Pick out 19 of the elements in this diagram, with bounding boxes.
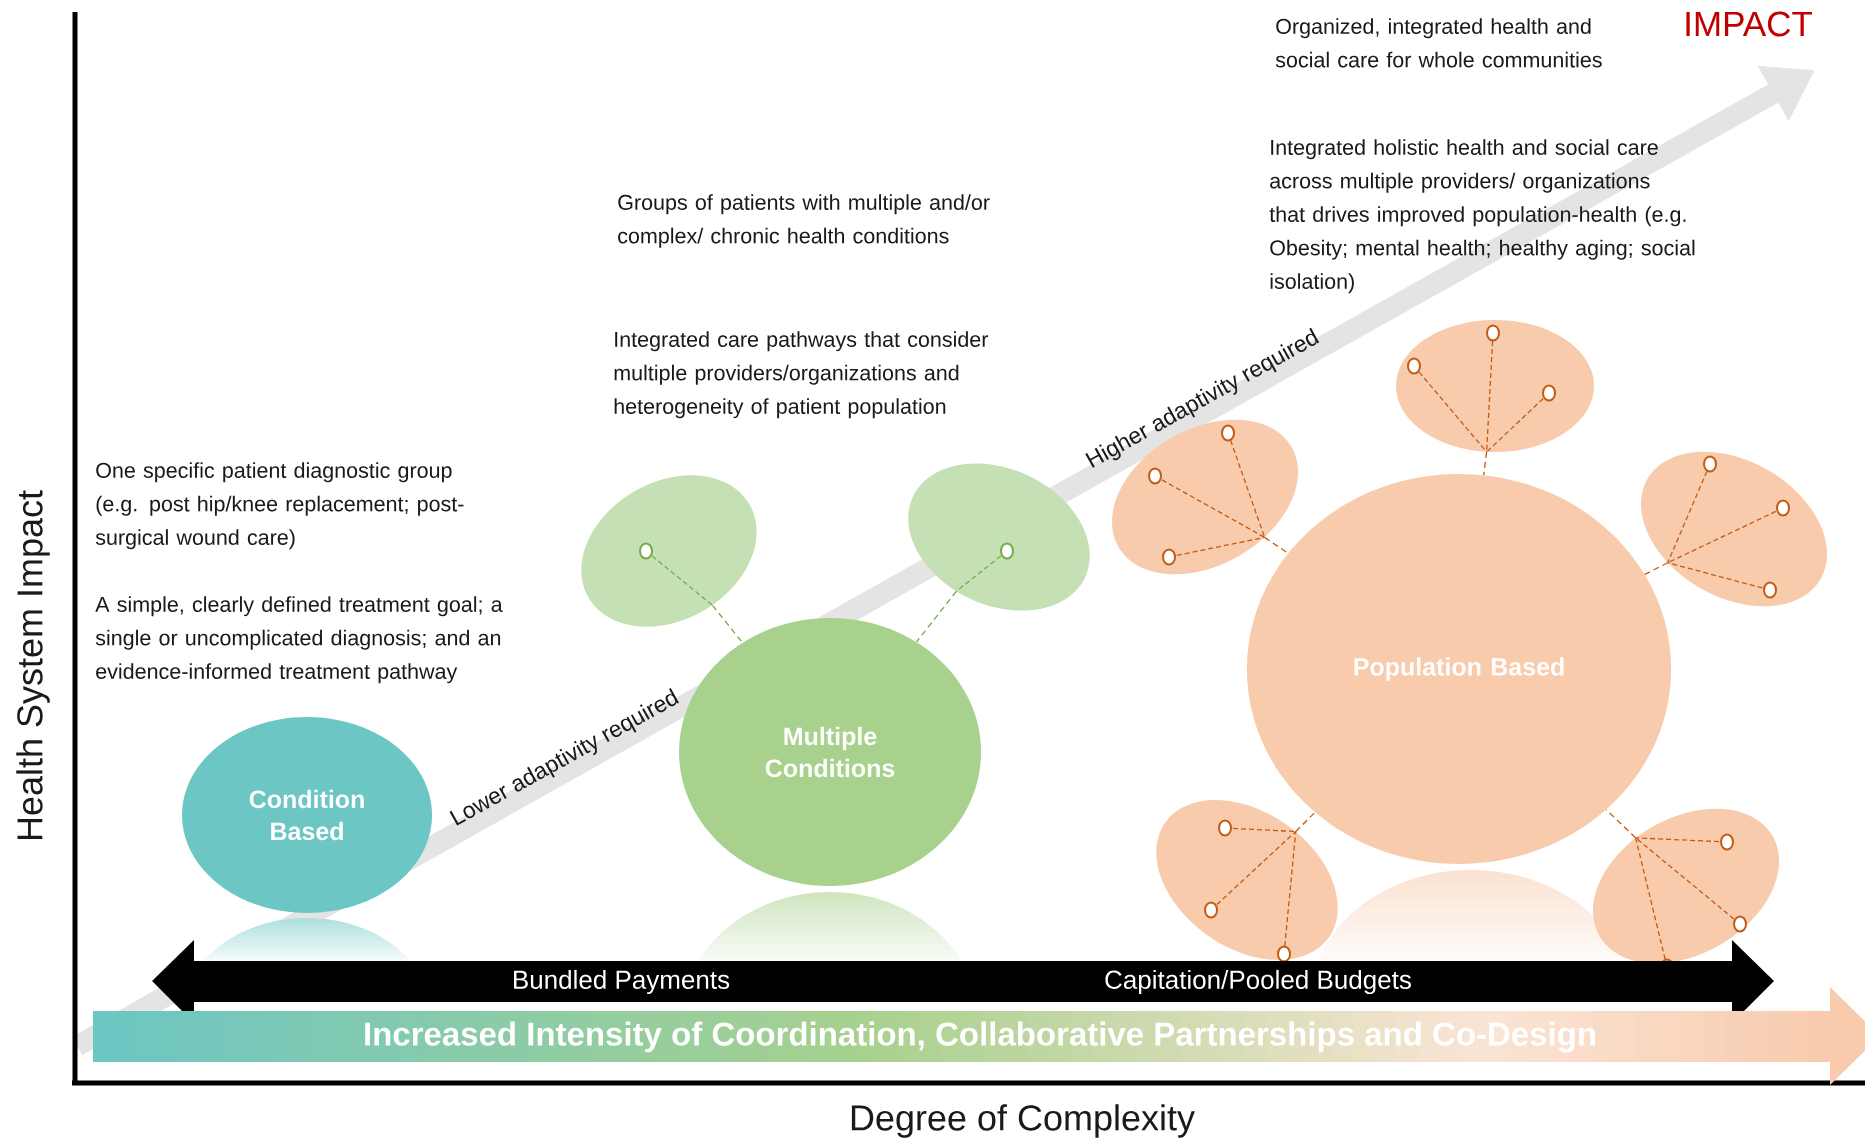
connector bbox=[1605, 809, 1637, 839]
banner-text: Increased Intensity of Coordination, Collaborative Partnerships and Co-Design bbox=[365, 1021, 1595, 1053]
description-text: One specific patient diagnostic group (e.g. post hip/knee replacement; post-surgical wound care) bbox=[95, 462, 464, 550]
connector bbox=[915, 590, 957, 643]
impact-label: IMPACT bbox=[1686, 11, 1813, 37]
connector bbox=[711, 604, 744, 644]
arrow-label: Bundled Payments bbox=[514, 969, 730, 995]
satellite-ellipse bbox=[1396, 320, 1594, 452]
axis-title: Health System Impact bbox=[16, 490, 50, 840]
connector bbox=[1295, 811, 1316, 833]
axis-title: Degree of Complexity bbox=[851, 1104, 1195, 1138]
connector bbox=[1263, 536, 1289, 554]
description-text: Groups of patients with multiple and/or complex/ chronic health conditions bbox=[618, 194, 990, 248]
description-text: Organized, integrated health and social care for whole communities bbox=[1275, 18, 1602, 68]
description-text: Integrated care pathways that consider multiple providers/organizations and heterogeneity of patient population bbox=[614, 331, 989, 419]
connector bbox=[1644, 562, 1669, 576]
description-text: Integrated holistic health and social care across multiple providers/ organizations that drives improved population-health (e.g. Obesity; mental health; healthy aging; social isolation) bbox=[1269, 139, 1695, 294]
description-text: A simple, clearly defined treatment goal; a single or uncomplicated diagnosis; and an evidence-informed treatment pathway bbox=[95, 596, 503, 684]
connector bbox=[1483, 451, 1488, 476]
